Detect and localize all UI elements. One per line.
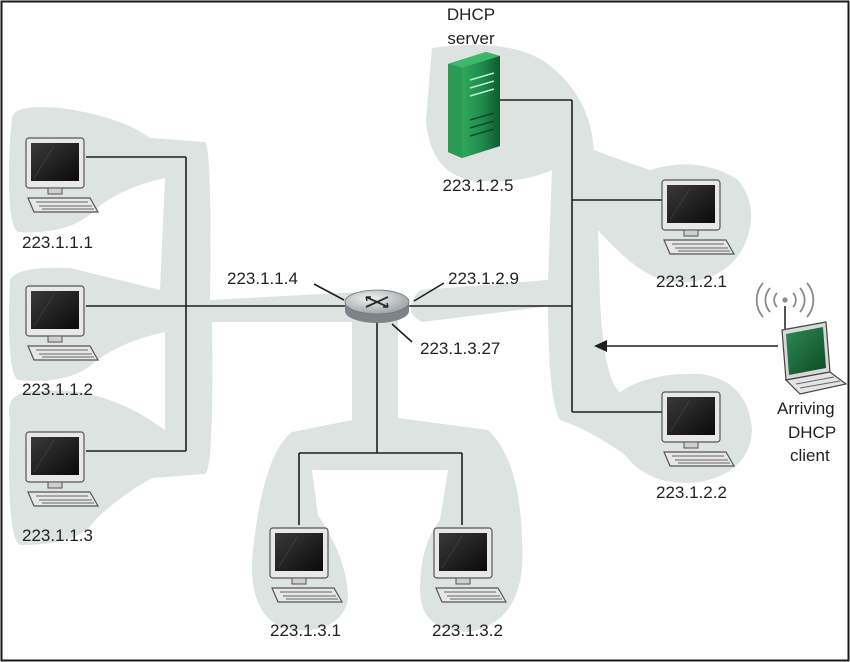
network-wires: [86, 99, 662, 525]
wifi-signal-icon: [755, 282, 815, 318]
server-ip-label: 223.1.2.5: [443, 176, 514, 195]
client-label-line2: DHCP: [788, 423, 836, 442]
host-label-h122: 223.1.2.2: [656, 483, 727, 502]
host-label-h113: 223.1.1.3: [22, 526, 93, 545]
host-label-h111: 223.1.1.1: [22, 233, 93, 252]
client-label-line1: Arriving: [777, 399, 835, 418]
dhcp-client-arrow: [594, 340, 778, 352]
laptop-icon: [781, 306, 848, 395]
host-label-h121: 223.1.2.1: [656, 272, 727, 291]
leader-iface-3: [391, 323, 413, 343]
router-icon: [344, 289, 410, 323]
server-title-line2: server: [447, 29, 495, 48]
host-label-h131: 223.1.3.1: [270, 621, 341, 640]
leader-iface-2: [413, 282, 445, 302]
host-label-h112: 223.1.1.2: [22, 380, 93, 399]
router-iface-subnet2-label: 223.1.2.9: [448, 269, 519, 288]
dhcp-server-icon: [448, 52, 500, 158]
server-title-line1: DHCP: [447, 5, 495, 24]
host-label-h132: 223.1.3.2: [432, 621, 503, 640]
router-iface-subnet1-label: 223.1.1.4: [227, 269, 298, 288]
client-label-line3: client: [790, 446, 830, 465]
leader-iface-1: [313, 283, 345, 301]
subnet-1-halo: [9, 107, 365, 545]
router-iface-subnet3-label: 223.1.3.27: [420, 339, 500, 358]
